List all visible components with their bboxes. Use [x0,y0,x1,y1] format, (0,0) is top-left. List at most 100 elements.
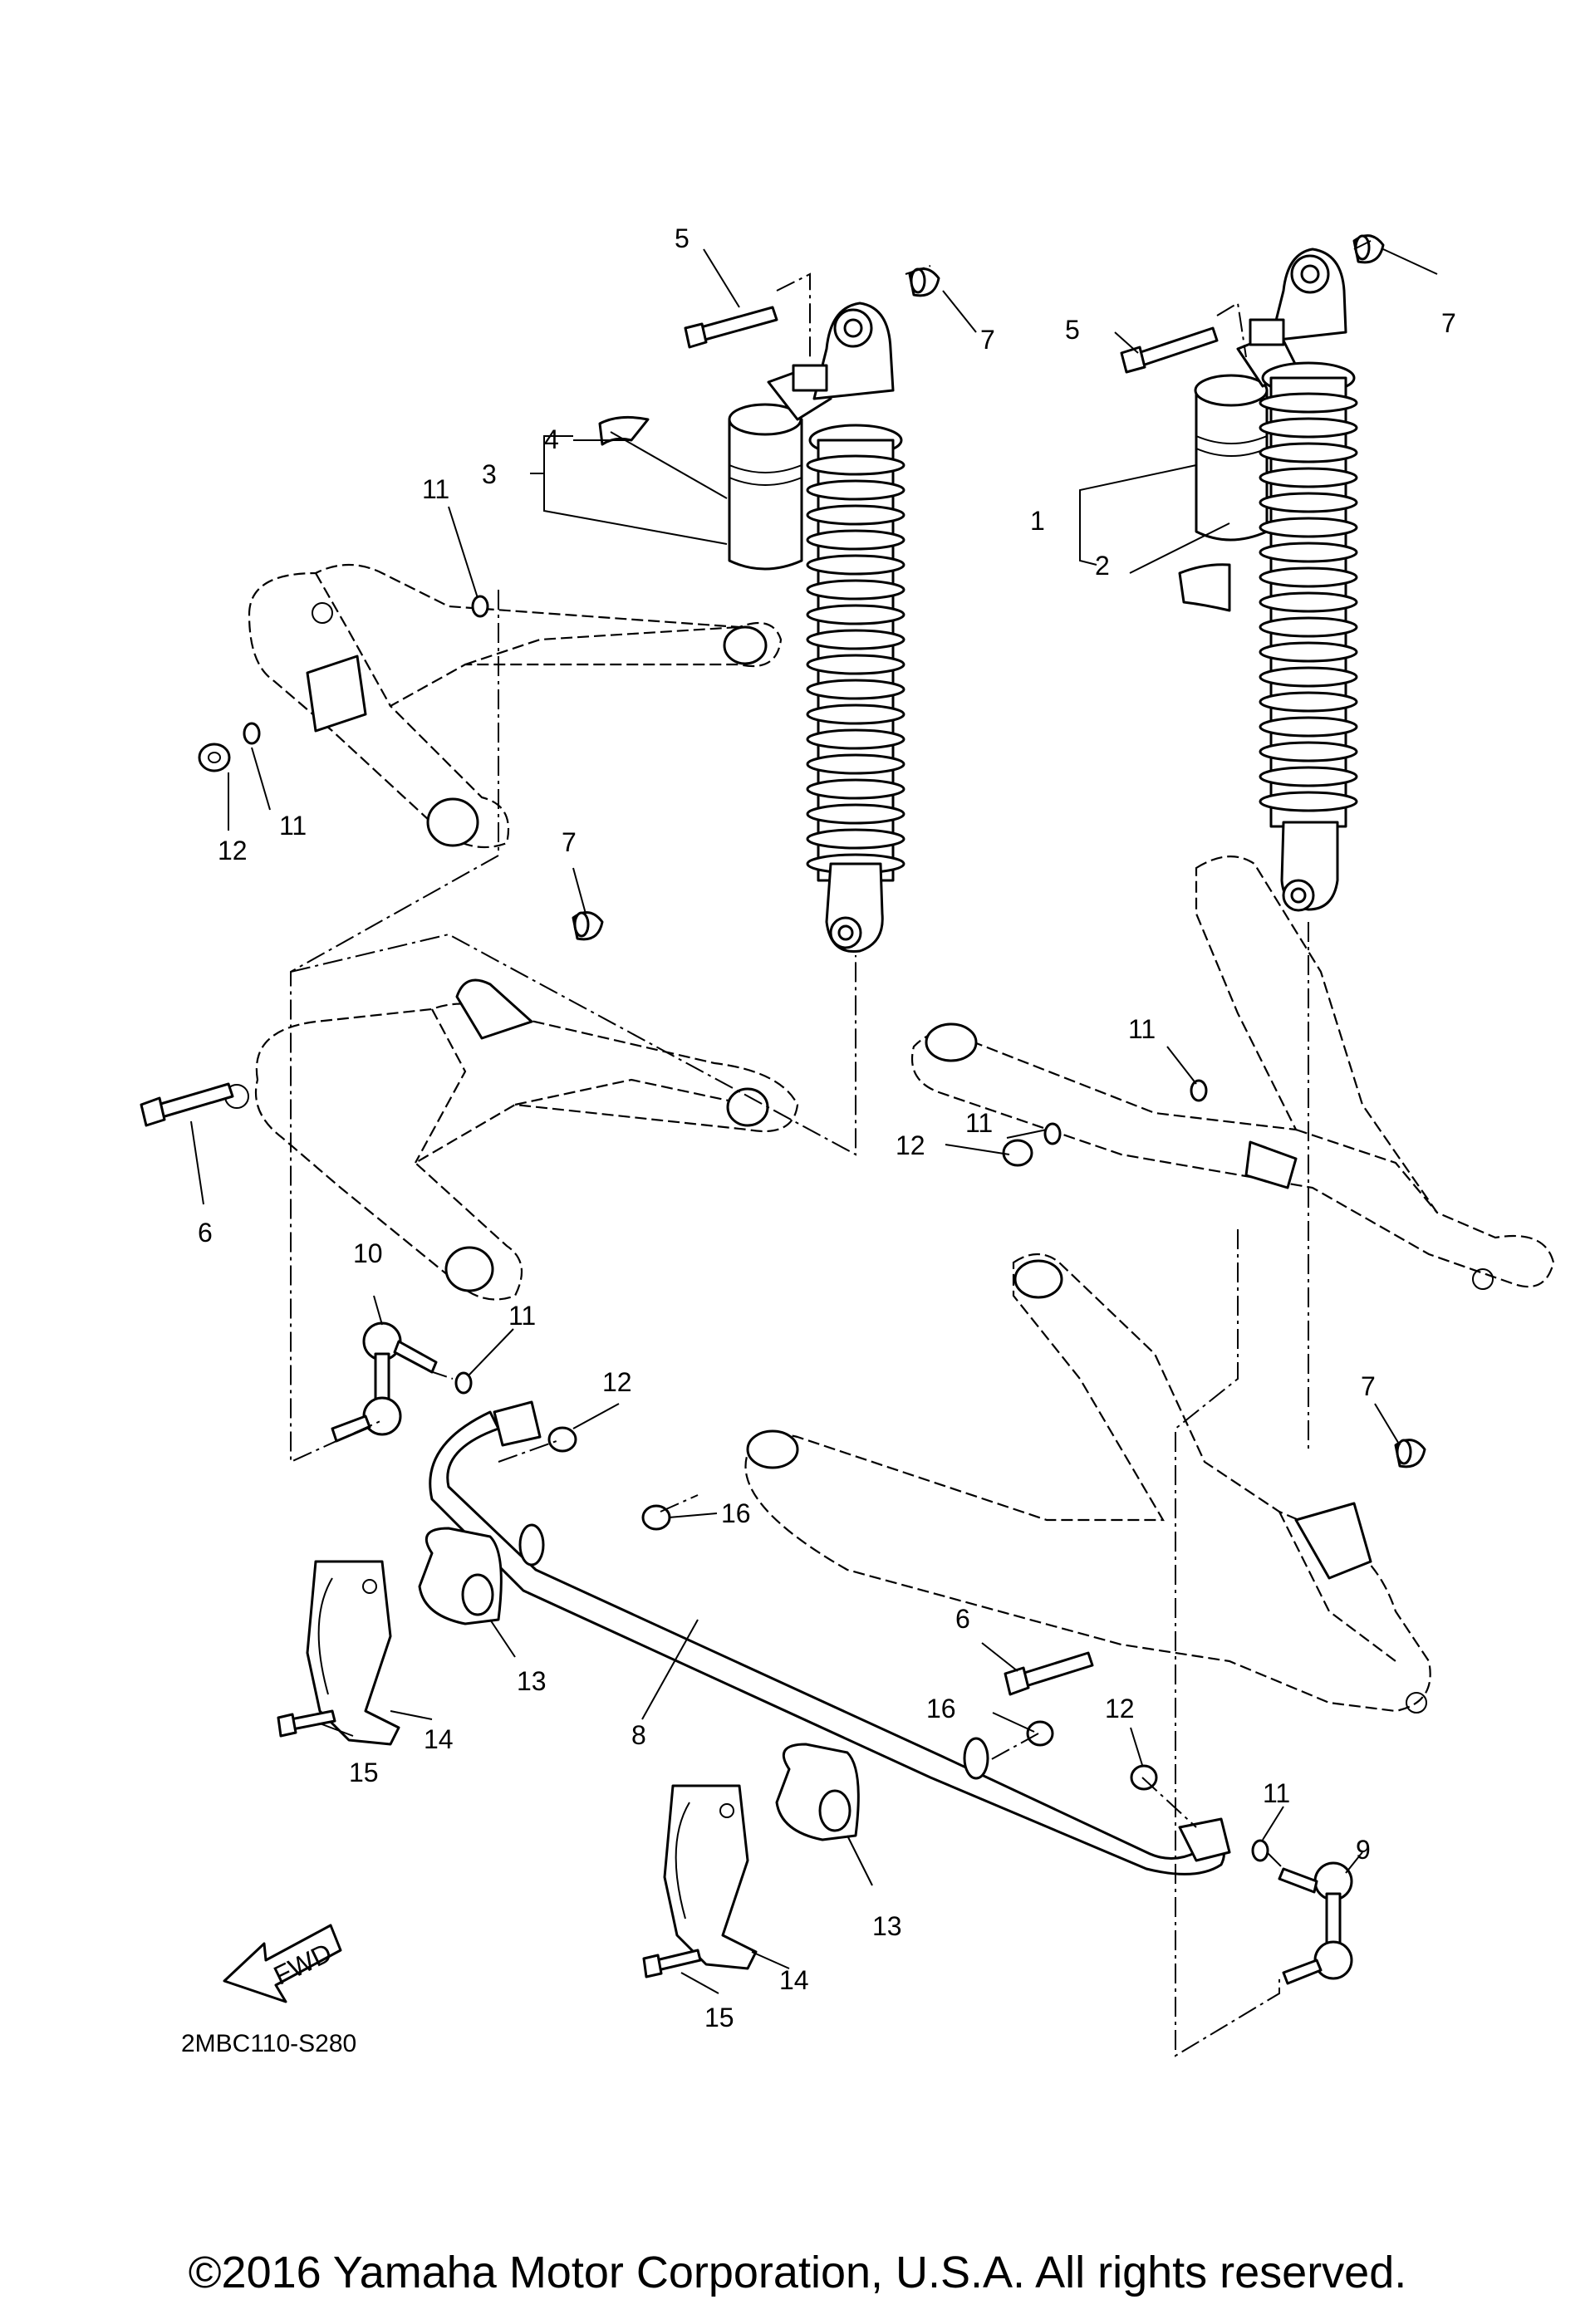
part-labels: 5 7 4 3 11 12 11 7 5 1 2 7 6 10 11 12 11… [198,223,1456,2032]
spring-coil [1259,442,1358,463]
right-shock-absorber[interactable] [1178,248,1358,912]
label-12a: 12 [218,836,248,865]
label-5b: 5 [1065,315,1080,345]
spring-coil [1259,616,1358,638]
label-12b: 12 [602,1367,632,1397]
nut-16-b[interactable] [1026,1720,1054,1747]
label-15a: 15 [349,1758,379,1787]
spring-coil [1259,791,1358,812]
label-10: 10 [353,1238,383,1268]
leader-lines [190,248,1438,1994]
spring-coil [1259,741,1358,762]
label-12d: 12 [1105,1694,1135,1723]
spring-coil [806,803,905,825]
label-6b: 6 [955,1604,970,1634]
label-5a: 5 [675,223,690,253]
spring-coil [806,554,905,576]
spring-coil [806,828,905,850]
spring-coil [806,529,905,551]
spring-coil [806,778,905,800]
stabilizer-bar[interactable] [429,1400,1231,1875]
nut-12-a[interactable] [198,743,231,772]
spring-coil [806,479,905,501]
label-6a: 6 [198,1218,213,1248]
bolt-5-right[interactable] [1120,326,1219,374]
bolt-5-left[interactable] [684,306,778,349]
label-14a: 14 [424,1724,454,1754]
bolt-6-left[interactable] [140,1082,234,1127]
label-11e: 11 [965,1108,993,1138]
label-3: 3 [482,459,497,489]
nut-7-d[interactable] [1394,1439,1426,1468]
bracket-right[interactable] [663,1784,758,1970]
nut-12-b[interactable] [547,1426,577,1453]
label-15b: 15 [704,2003,734,2032]
label-11b: 11 [279,811,307,841]
spring-coil [806,629,905,650]
spring-coil [806,604,905,625]
nut-7-c[interactable] [572,911,604,941]
nut-7-b[interactable] [1352,234,1385,264]
label-11d: 11 [1128,1014,1156,1044]
spring-coil [1259,566,1358,588]
label-16a: 16 [721,1498,751,1528]
spring-coil [806,504,905,526]
label-12c: 12 [896,1130,925,1160]
bushing-right[interactable] [775,1743,860,1841]
bolt-15-left[interactable] [277,1709,336,1738]
spring-coil [806,704,905,725]
spring-coil [806,753,905,775]
spring-coil [1259,641,1358,663]
copyright-notice: ©2016 Yamaha Motor Corporation, U.S.A. A… [188,2248,1407,2297]
washers-11[interactable] [243,595,1269,1862]
spring-coil [806,579,905,601]
spring-coil [806,454,905,476]
spring-coil [1259,392,1358,414]
right-lower-arm [744,1253,1431,1714]
spring-coil [1259,666,1358,688]
label-9: 9 [1356,1835,1371,1865]
spring-coil [1259,467,1358,488]
right-upper-arm [910,856,1555,1290]
label-11a: 11 [422,474,449,504]
label-8: 8 [631,1720,646,1750]
stabilizer-link-left[interactable] [331,1321,438,1443]
spring-coil [1259,691,1358,713]
spring-coil [1259,417,1358,439]
bolt-15-right[interactable] [642,1949,702,1978]
label-7a: 7 [980,325,995,355]
spring-coil [1259,766,1358,787]
label-7d: 7 [1361,1371,1376,1401]
nut-7-a[interactable] [908,267,940,297]
label-14b: 14 [779,1965,809,1995]
label-1: 1 [1030,506,1045,536]
assembly-lines [290,240,1372,2057]
label-16b: 16 [926,1694,956,1723]
bushing-left[interactable] [418,1527,503,1625]
label-7b: 7 [562,827,577,857]
stabilizer-link-right[interactable] [1278,1861,1353,1985]
spring-coil [806,728,905,750]
spring-coil [1259,542,1358,563]
label-4: 4 [544,424,559,454]
spring-coil [806,679,905,700]
spring-coil [806,654,905,675]
label-7c: 7 [1441,308,1456,338]
fwd-arrow-icon: FWD [223,1924,342,2003]
spring-coil [1259,517,1358,538]
nut-12-c[interactable] [1002,1139,1033,1167]
upper-left-arm [248,563,783,849]
left-shock-absorber[interactable] [598,302,905,954]
diagram-code: 2MBC110-S280 [181,2030,356,2057]
spring-coil [1259,492,1358,513]
label-2: 2 [1095,551,1110,581]
label-13b: 13 [872,1911,902,1941]
middle-left-arm [224,978,799,1301]
bolt-6-right[interactable] [1004,1651,1094,1696]
bracket-left[interactable] [306,1560,400,1746]
label-11f: 11 [1263,1778,1290,1808]
label-13a: 13 [517,1666,547,1696]
spring-coil [1259,716,1358,738]
nut-12-d[interactable] [1130,1764,1158,1791]
